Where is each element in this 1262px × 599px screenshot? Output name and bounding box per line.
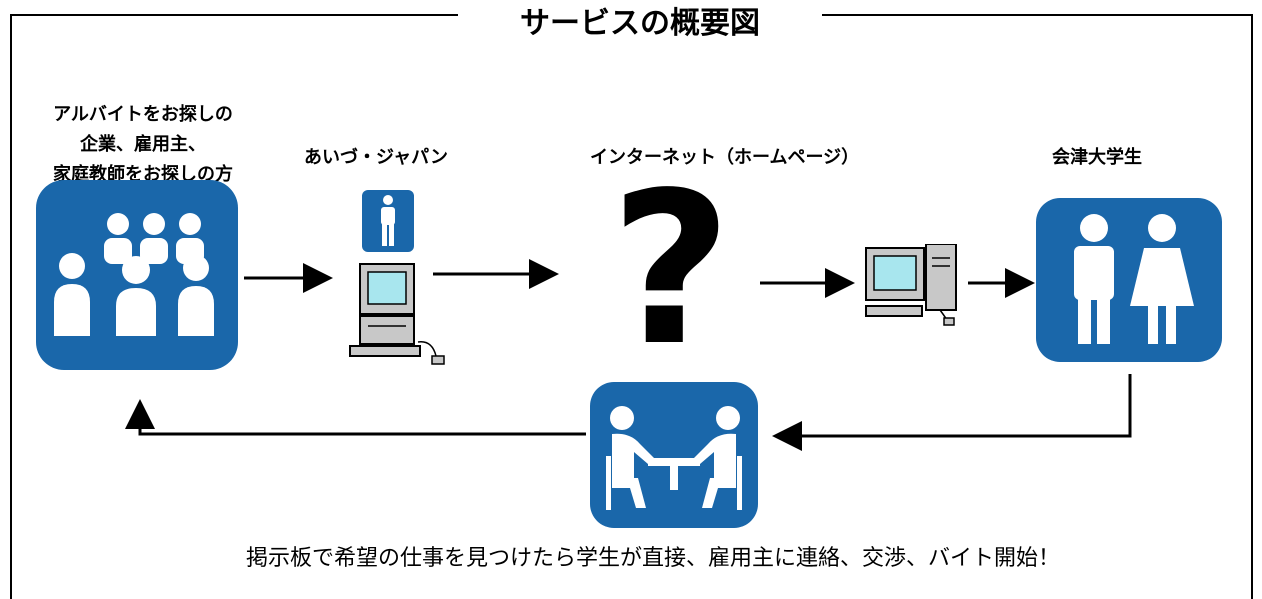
caption-text: 掲示板で希望の仕事を見つけたら学生が直接、雇用主に連絡、交渉、バイト開始！	[246, 546, 1061, 571]
internet-label: インターネット（ホームページ）	[590, 147, 860, 168]
question-mark-icon: ?	[610, 147, 732, 392]
frame-left	[10, 14, 12, 599]
diagram-title: サービスの概要図	[466, 2, 814, 46]
frame-top-left	[10, 14, 458, 16]
students-icon	[1036, 198, 1222, 362]
meeting-icon	[590, 382, 758, 528]
aizu-japan-label: あいづ・ジャパン	[304, 147, 448, 168]
students-label: 会津大学生	[1052, 147, 1142, 168]
employers-label-line-2: 企業、雇用主、	[80, 134, 206, 155]
employers-label-line-1: アルバイトをお探しの	[53, 104, 233, 125]
frame-top-right	[822, 14, 1252, 16]
person-icon	[362, 190, 414, 252]
employers-label: アルバイトをお探しの 企業、雇用主、 家庭教師をお探しの方	[8, 100, 278, 190]
group-icon	[36, 180, 238, 370]
arrow-meeting-to-employers	[125, 399, 586, 436]
employers-label-line-3: 家庭教師をお探しの方	[53, 164, 233, 185]
computer-icon	[865, 244, 957, 326]
frame-right	[1251, 14, 1253, 599]
computer-icon	[349, 263, 445, 365]
arrow-students-to-meeting	[772, 374, 1132, 451]
